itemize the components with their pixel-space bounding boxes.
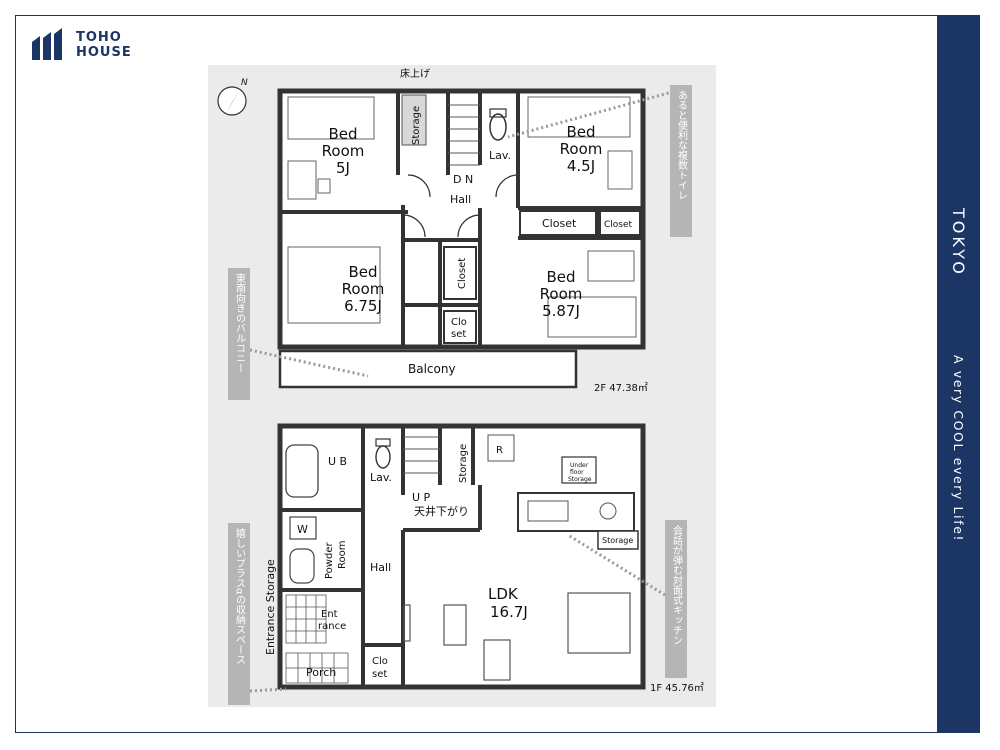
stairs-up: U P — [412, 491, 431, 504]
brand-line-1: TOHO — [76, 30, 122, 45]
brand-name: TOHO HOUSE — [76, 30, 132, 60]
bed-45-line3: 4.5J — [567, 157, 595, 175]
clo-set-1f-1: Clo — [372, 656, 388, 667]
closet-vertical: Closet — [457, 258, 468, 289]
sidebar: TOKYO A very COOL every Life! — [937, 15, 980, 733]
room-r: R — [496, 445, 503, 456]
bed-587-line3: 5.87J — [542, 302, 580, 320]
room-storage-2f: Storage — [411, 106, 422, 145]
bed-5-line3: 5J — [336, 159, 350, 177]
ceiling-note: 天井下がり — [414, 504, 469, 518]
balcony-label: Balcony — [408, 362, 456, 376]
callout-balcony: 東南向きのバルコニー — [234, 272, 246, 373]
bed-675-line2: Room — [342, 280, 385, 298]
bed-5-line1: Bed — [328, 125, 357, 143]
area-2f: 2F 47.38㎡ — [594, 382, 648, 394]
kitchen-storage: Storage — [602, 536, 633, 545]
stairs-dn: D N — [453, 173, 473, 186]
area-1f: 1F 45.76㎡ — [650, 682, 704, 694]
closet-wide: Closet — [542, 217, 577, 230]
sidebar-city: TOKYO — [949, 208, 968, 277]
entrance-storage: Entrance Storage — [264, 559, 277, 655]
bed-45-line1: Bed — [566, 123, 595, 141]
note-raised-floor: 床上げ — [400, 67, 430, 80]
room-storage-1f: Storage — [458, 444, 469, 483]
bed-675-line1: Bed — [348, 263, 377, 281]
under-floor-3: Storage — [568, 476, 592, 483]
callout-storage: 嬉しいプラスαの収納スペース — [234, 527, 246, 665]
room-hall-2f: Hall — [450, 193, 471, 206]
floor-1: U B Lav. Storage U P 天井下がり W Powder Room… — [228, 423, 704, 705]
toho-house-logo-icon — [32, 28, 62, 60]
closet-small: Closet — [604, 220, 633, 230]
floor-plan-drawing: 床上げ Storage Lav. D N Hall Bed Room 5J Be… — [208, 65, 716, 707]
powder-room-1: Powder — [324, 542, 335, 579]
clo-set-1f-2: set — [372, 669, 387, 680]
room-lav-1f: Lav. — [370, 471, 392, 484]
room-lav-2f: Lav. — [489, 149, 511, 162]
room-porch: Porch — [306, 666, 336, 679]
room-ub: U B — [328, 455, 347, 468]
bed-675-line3: 6.75J — [344, 297, 382, 315]
clo-set-2f-1: Clo — [451, 317, 467, 328]
callout-kitchen: 会話が弾む対面式キッチン — [671, 524, 683, 645]
bed-587-line1: Bed — [546, 268, 575, 286]
entrance-1: Ent — [321, 609, 338, 620]
ldk-size: 16.7J — [490, 603, 528, 621]
under-floor-2: floor — [570, 469, 584, 476]
bed-45-line2: Room — [560, 140, 603, 158]
bed-5-line2: Room — [322, 142, 365, 160]
entrance-2: rance — [318, 621, 346, 632]
powder-room-2: Room — [337, 541, 348, 569]
brand-logo: TOHO HOUSE — [30, 28, 150, 64]
brand-line-2: HOUSE — [76, 45, 132, 60]
under-floor-1: Under — [570, 462, 589, 469]
sidebar-tagline: A very COOL every Life! — [951, 355, 966, 543]
floor-plan: 床上げ Storage Lav. D N Hall Bed Room 5J Be… — [208, 65, 716, 707]
bed-587-line2: Room — [540, 285, 583, 303]
floor-2: 床上げ Storage Lav. D N Hall Bed Room 5J Be… — [217, 67, 692, 400]
clo-set-2f-2: set — [451, 329, 466, 340]
room-hall-1f: Hall — [370, 561, 391, 574]
callout-toilet: あると便利な複数トイレ — [676, 90, 688, 200]
compass-icon: N — [217, 78, 248, 116]
room-w: W — [297, 523, 308, 536]
ldk-label: LDK — [488, 585, 519, 603]
svg-text:N: N — [241, 78, 248, 88]
